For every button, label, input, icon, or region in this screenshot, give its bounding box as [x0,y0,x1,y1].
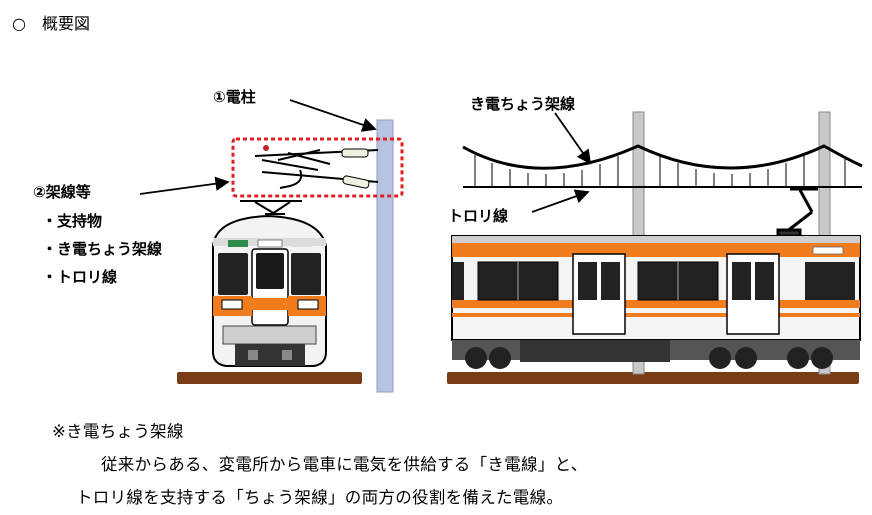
note-line-1: 従来からある、変電所から電車に電気を供給する「き電線」と、 [101,455,588,474]
label-trolley-right: トロリ線 [448,207,509,225]
overhead-highlight-box [231,137,404,198]
ground-left [177,372,362,384]
insulator-upper [341,148,369,158]
utility-pole [376,119,394,393]
label-trolley-left: ・トロリ線 [42,268,118,286]
train-side-view [451,235,861,369]
note-title: ※き電ちょう架線 [52,422,184,441]
pantograph-front [240,200,302,215]
insulator-lower [342,175,370,189]
ground-right [447,372,859,384]
label-overhead-line: ②架線等 [33,183,91,201]
label-utility-pole: ①電柱 [213,88,256,106]
pantograph-side [776,187,818,238]
label-feeder-right: き電ちょう架線 [470,95,576,113]
section-heading: ○ 概要図 [12,14,90,33]
train-front-view [212,214,327,367]
label-feeder-left: ・き電ちょう架線 [42,240,163,258]
note-line-2: トロリ線を支持する「ちょう架線」の両方の役割を備えた電線。 [76,488,564,507]
label-support: ・支持物 [42,212,103,230]
droppers [474,155,846,187]
feeder-messenger-wire [462,144,863,170]
